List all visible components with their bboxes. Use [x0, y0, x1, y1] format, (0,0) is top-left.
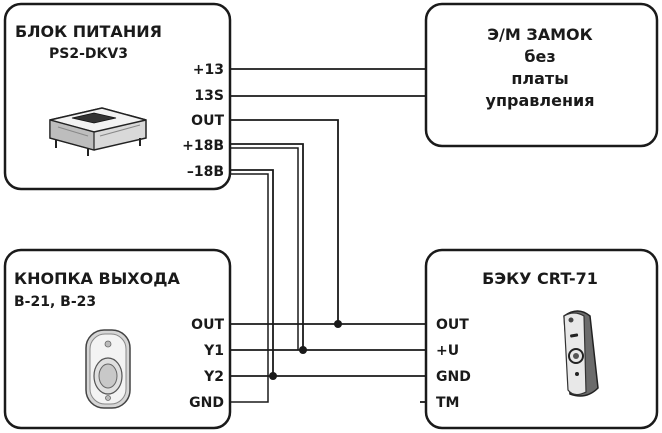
controller-title: БЭКУ CRT-71: [482, 269, 598, 288]
lock-line-3: платы: [511, 69, 568, 88]
psu-pin-plus18v: +18В: [182, 138, 224, 154]
psu-pin-minus18v: –18В: [187, 164, 224, 180]
lock-line-4: управления: [486, 91, 595, 110]
controller-box: [424, 248, 659, 430]
lock-title: Э/М ЗАМОК: [487, 25, 592, 44]
lock-block: Э/М ЗАМОК без платы управления: [424, 2, 659, 148]
exit-button-pin-out: OUT: [191, 317, 224, 333]
exit-button-pin-y2: Y2: [203, 369, 224, 385]
junction-dot-gnd: [269, 372, 277, 380]
wire-psu-minus18v-inner: [230, 173, 269, 403]
lock-line-2: без: [524, 47, 555, 66]
psu-pin-out: OUT: [191, 113, 224, 129]
wire-psu-minus18v: [230, 169, 274, 376]
psu-model: PS2-DKV3: [49, 46, 128, 62]
psu-title: БЛОК ПИТАНИЯ: [15, 22, 162, 41]
junction-dot-u: [299, 346, 307, 354]
controller-pin-gnd: GND: [436, 369, 471, 385]
controller-block: БЭКУ CRT-71 OUT +U GND TM: [424, 248, 659, 430]
controller-device-icon: [563, 310, 599, 397]
exit-button-pin-gnd: GND: [189, 395, 224, 411]
psu-pin-plus13: +13: [193, 62, 224, 78]
psu-device-icon: [49, 107, 147, 156]
controller-pin-out: OUT: [436, 317, 469, 333]
controller-pin-u: +U: [436, 343, 459, 359]
psu-block: БЛОК ПИТАНИЯ PS2-DKV3 +13 13S OUT +18В –…: [3, 2, 232, 191]
exit-button-device-icon: [85, 329, 131, 409]
controller-pin-tm: TM: [436, 395, 459, 411]
junction-dot-out: [334, 320, 342, 328]
exit-button-title: КНОПКА ВЫХОДА: [14, 269, 180, 288]
exit-button-models: В-21, В-23: [14, 294, 96, 310]
wire-psu-plus18v: [230, 143, 304, 350]
psu-pin-13s: 13S: [194, 88, 224, 104]
lock-box: [424, 2, 659, 148]
psu-box: [3, 2, 232, 191]
exit-button-block: КНОПКА ВЫХОДА В-21, В-23 OUT Y1 Y2 GND: [3, 248, 232, 430]
exit-button-pin-y1: Y1: [203, 343, 224, 359]
wire-psu-out: [230, 119, 339, 324]
wires: [230, 68, 432, 403]
wire-psu-plus18v-inner: [230, 147, 299, 350]
